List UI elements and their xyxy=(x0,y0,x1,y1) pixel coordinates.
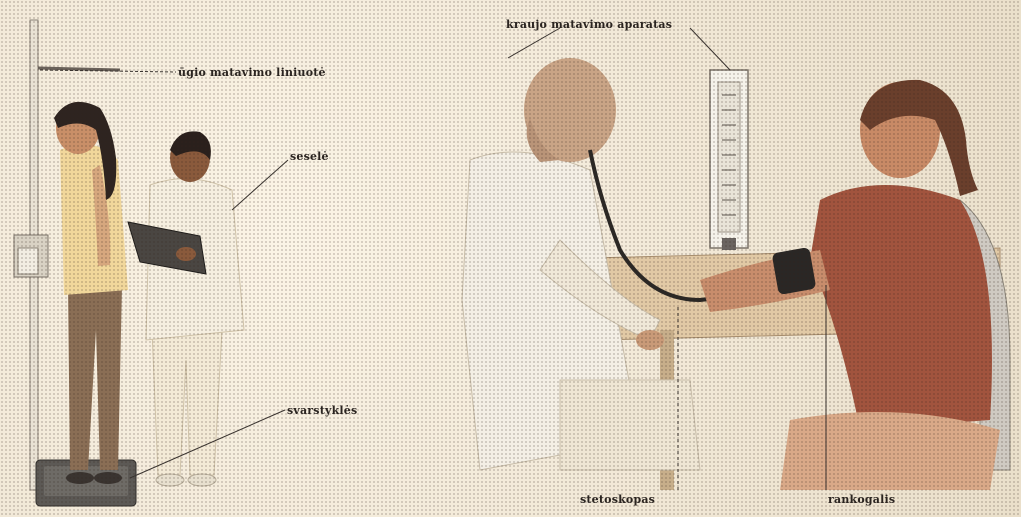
scales-label: svarstyklės xyxy=(287,404,357,417)
stethoscope-label: stetoskopas xyxy=(580,493,655,506)
height-rod-label: ūgio matavimo liniuotė xyxy=(178,66,326,79)
cuff-label: rankogalis xyxy=(828,493,895,506)
bp-device-label: kraujo matavimo aparatas xyxy=(506,18,672,31)
nurse-label: seselė xyxy=(290,150,329,163)
